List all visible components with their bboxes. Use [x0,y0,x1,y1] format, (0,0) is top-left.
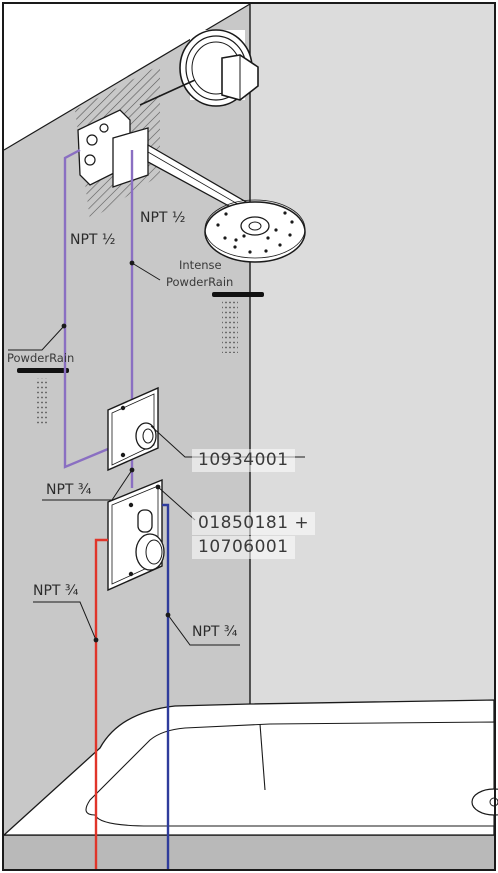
hot-water-pipe [94,538,108,869]
cold-water-pipe [162,503,170,869]
bathtub [2,699,498,836]
rain-showerhead [204,199,306,263]
thermostat-valve [107,478,165,592]
powderrain-spray-symbol-head [212,292,264,353]
part-number-thermostat-2: 10706001 [192,536,295,559]
label-intense: Intense [179,258,222,272]
part-number-thermostat-1: 01850181 + [192,512,316,535]
pipe-plug-fitting [179,29,259,107]
label-npt-half-center: NPT ½ [140,210,186,226]
leader-dots [61,260,171,643]
label-npt-three-quarter-right: NPT ¾ [192,624,238,640]
label-intense-powderrain: PowderRain [166,275,234,289]
label-npt-half-left: NPT ½ [70,232,116,248]
floor [4,835,494,869]
powderrain-spray-symbol-left [17,368,69,426]
purple-supply-pipes [63,148,134,488]
part-number-valve: 10934001 [192,449,295,472]
back-wall [250,4,494,820]
diverter-valve [107,386,159,472]
label-npt-three-quarter-left: NPT ¾ [33,583,79,599]
label-powderrain: PowderRain [7,351,75,365]
label-npt-three-quarter-mid: NPT ¾ [46,482,92,498]
